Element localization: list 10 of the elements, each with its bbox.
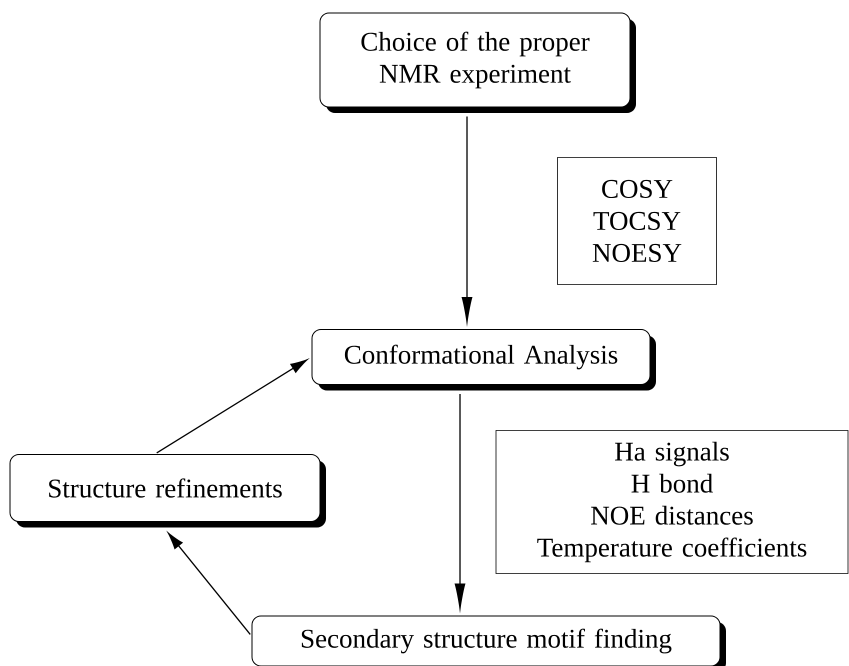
arrow (156, 359, 308, 454)
arrow (168, 532, 251, 635)
process-box: Structure refinements (10, 454, 326, 528)
note-box: Ha signals H bond NOE distances Temperature coefficients (496, 430, 848, 574)
process-box: Conformational Analysis (312, 328, 656, 390)
process-box: Secondary structure motif finding (252, 615, 726, 666)
process-box: Choice of the proper NMR experiment (320, 12, 636, 113)
arrow (462, 116, 472, 322)
note-box: COSY TOCSY NOESY (557, 157, 717, 285)
arrow (454, 394, 466, 609)
